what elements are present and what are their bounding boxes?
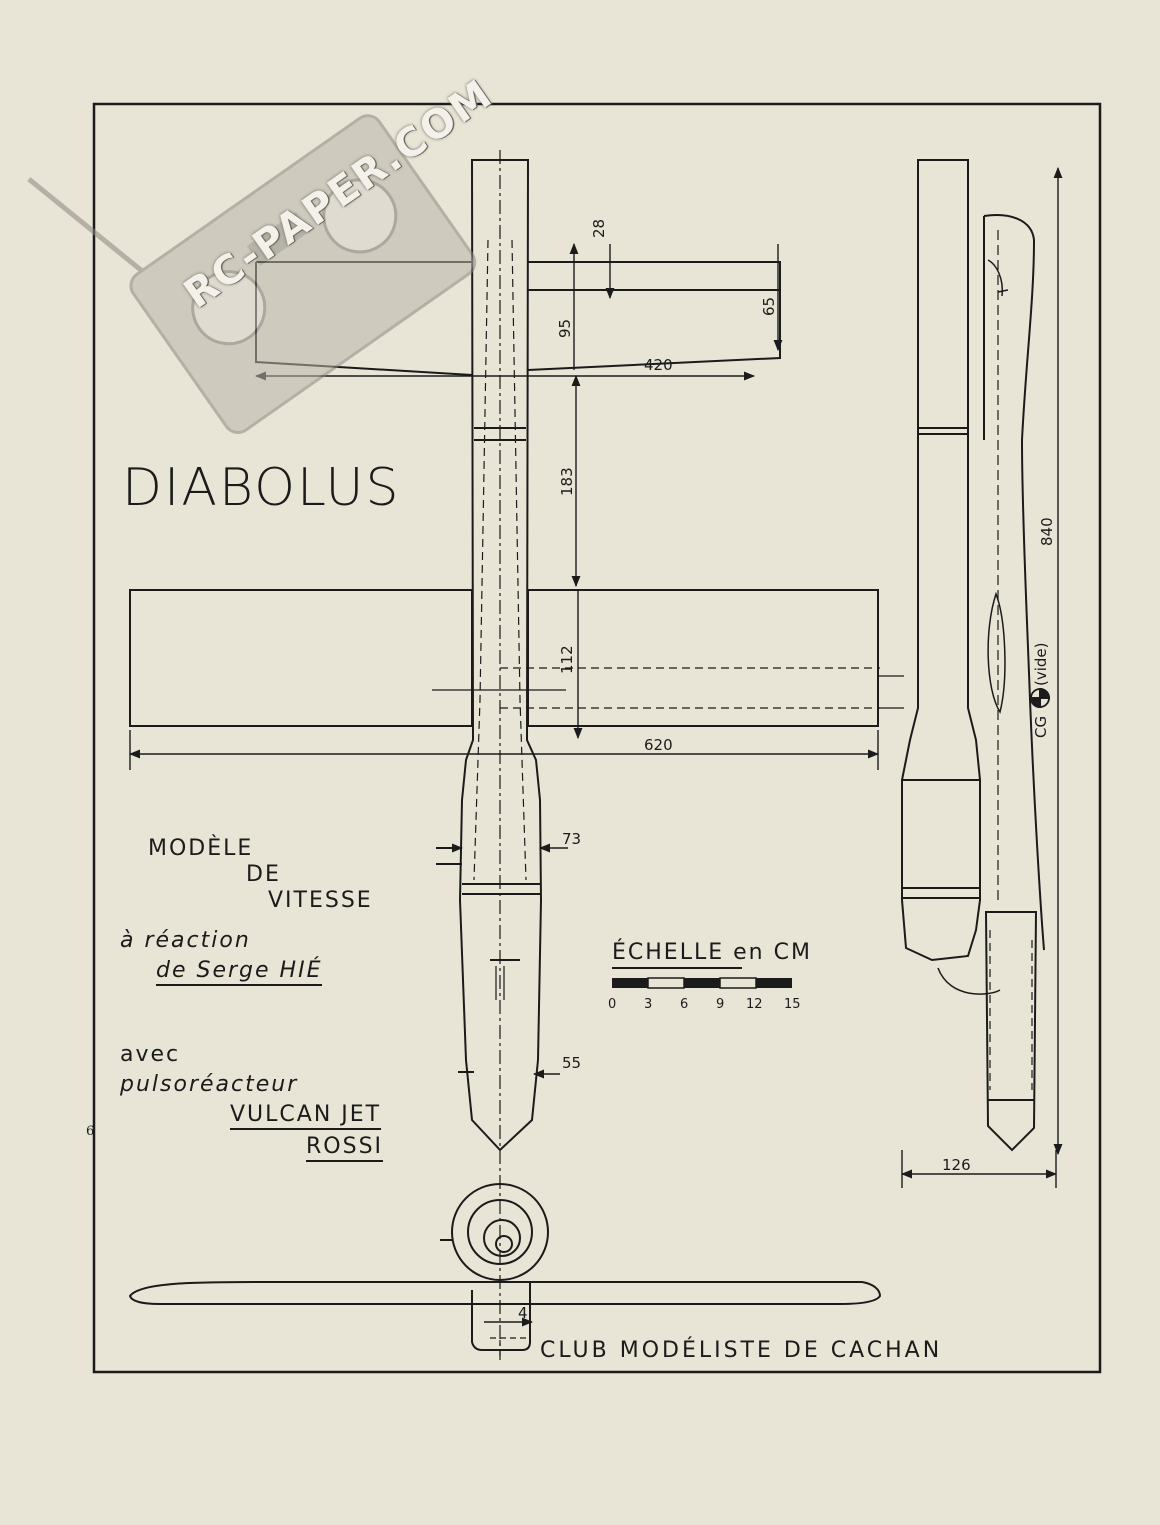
desc-line-6: avec — [120, 1042, 181, 1067]
drawing-frame — [92, 102, 1102, 1374]
dim-height-text: 126 — [942, 1156, 971, 1174]
dim-tail-wing-text: 183 — [558, 467, 576, 496]
desc-line-4: à réaction — [120, 928, 251, 953]
scale-tick: 15 — [784, 997, 801, 1012]
dim-length-text: 840 — [1038, 517, 1056, 546]
club-name: CLUB MODÉLISTE DE CACHAN — [540, 1338, 943, 1363]
scale-title: ÉCHELLE en CM — [612, 940, 812, 965]
dim-wing-chord-text: 112 — [558, 645, 576, 674]
dim-fuselage-text: 73 — [562, 830, 581, 848]
dim-tail-tip-text: 28 — [590, 219, 608, 238]
front-view — [128, 1183, 882, 1360]
dim-tail-root-text: 65 — [760, 297, 778, 316]
scale-bar — [612, 977, 792, 989]
scale-tick: 3 — [644, 997, 652, 1012]
scale-tick: 9 — [716, 997, 724, 1012]
side-view — [901, 159, 1051, 1152]
scale-ticks: 0 3 6 9 12 15 — [608, 997, 801, 1012]
page-title: DIABOLUS — [122, 458, 401, 518]
scale-tick: 6 — [680, 997, 688, 1012]
desc-line-5: de Serge HIÉ — [156, 958, 323, 986]
desc-line-3: VITESSE — [268, 888, 373, 913]
desc-line-7: pulsoréacteur — [120, 1072, 299, 1097]
watermark-logo — [27, 114, 477, 434]
dim-front-text: 4 — [518, 1304, 528, 1322]
scale-tick: 0 — [608, 997, 616, 1012]
dim-tail-depth-text: 95 — [556, 319, 574, 338]
page-number: 6 — [86, 1124, 95, 1139]
desc-line-1: MODÈLE — [148, 836, 254, 861]
desc-line-9: ROSSI — [306, 1134, 384, 1162]
desc-line-2: DE — [246, 862, 281, 887]
cg-label: CG — [1032, 716, 1050, 738]
desc-line-8: VULCAN JET — [230, 1102, 382, 1130]
scale-tick: 12 — [746, 997, 763, 1012]
dim-wing-span-text: 620 — [644, 736, 673, 754]
dim-nozzle-text: 55 — [562, 1054, 581, 1072]
dim-tail-span-text: 420 — [644, 356, 673, 374]
cg-note: (vide) — [1032, 643, 1050, 687]
